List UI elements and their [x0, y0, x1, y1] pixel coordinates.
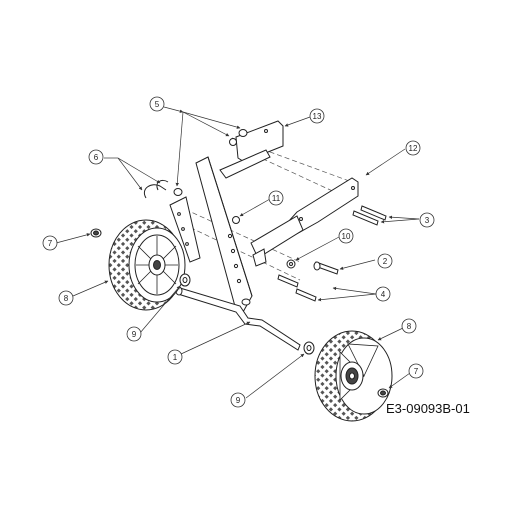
callout-number: 13 [313, 112, 322, 121]
callout-number: 12 [409, 144, 418, 153]
callout-circle [405, 140, 421, 156]
callout-circle [58, 290, 74, 306]
callout-circle [167, 349, 183, 365]
right-wheel [314, 330, 393, 422]
callout-number: 6 [94, 153, 99, 162]
callout-circle [377, 253, 393, 269]
callout-number: 2 [383, 257, 388, 266]
callout-number: 3 [425, 216, 430, 225]
callout-circle [419, 212, 435, 228]
callout-circle [149, 96, 165, 112]
vertical-plate [195, 156, 253, 313]
left-bracket [169, 196, 201, 263]
callout-number: 10 [342, 232, 351, 241]
callout-number: 5 [155, 100, 160, 109]
callout-circle [268, 190, 284, 206]
callout-circle [408, 363, 424, 379]
callout-number: 8 [64, 294, 69, 303]
drawing-code: E3-09093B-01 [386, 401, 470, 416]
callout-circle [230, 392, 246, 408]
callout-number: 4 [381, 290, 386, 299]
callout-circle [88, 149, 104, 165]
callout-number: 7 [414, 367, 419, 376]
leader-lines [55, 106, 420, 399]
callout-circle [309, 108, 325, 124]
left-wheel [108, 219, 186, 311]
callout-number: 7 [48, 239, 53, 248]
callout-number: 9 [236, 396, 241, 405]
callout-circle [42, 235, 58, 251]
callout-circle [338, 228, 354, 244]
handle-bracket [219, 120, 284, 179]
callout-number: 11 [272, 194, 281, 203]
callout-number: 9 [132, 330, 137, 339]
callout-circle [375, 286, 391, 302]
callout-circle [126, 326, 142, 342]
small-hardware [144, 129, 387, 302]
callout-number: 1 [173, 353, 178, 362]
spacer-washers [179, 273, 315, 355]
callout-circle [401, 318, 417, 334]
alignment-dash-lines [177, 137, 353, 281]
hub-nuts [90, 228, 389, 398]
callout-number: 8 [407, 322, 412, 331]
rear-bracket [250, 177, 359, 267]
